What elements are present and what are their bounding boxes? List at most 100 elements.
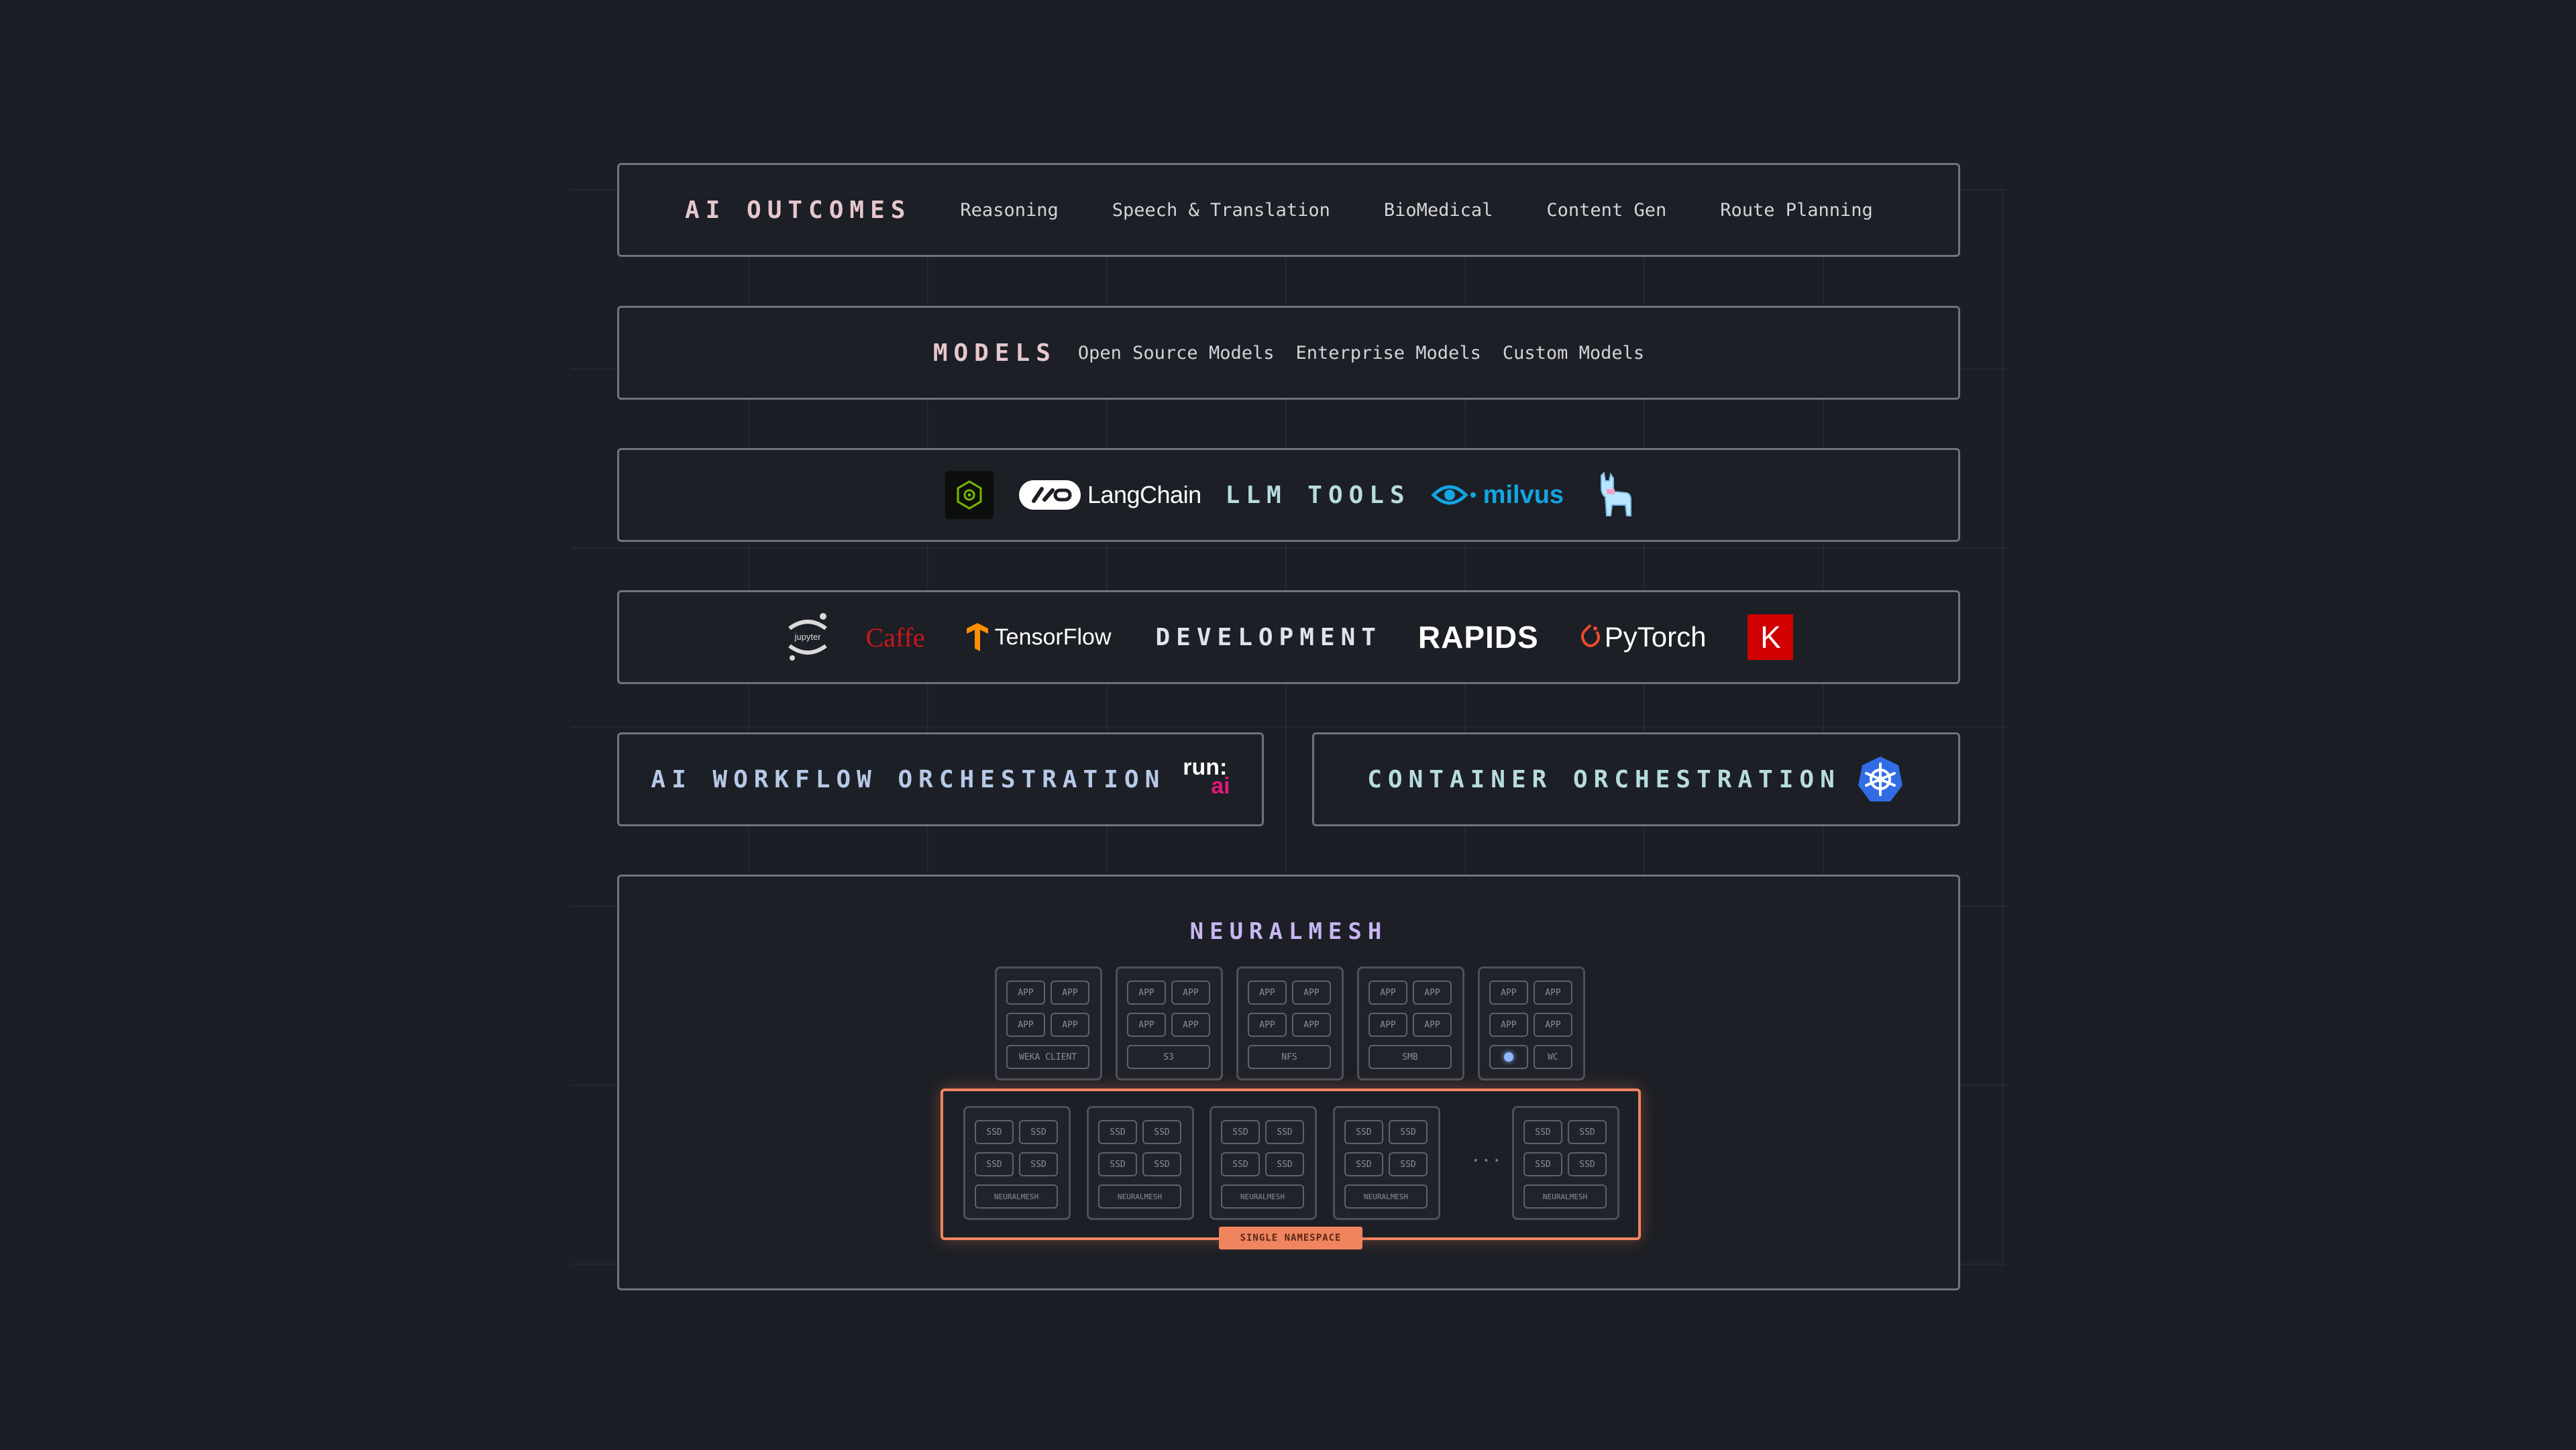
app-chip: APP [1006,981,1045,1005]
ssd-chip: SSD [1389,1120,1428,1144]
ssd-chip: SSD [1221,1152,1260,1176]
ssd-chip: SSD [1344,1152,1383,1176]
ssd-chip: SSD [1568,1120,1607,1144]
app-chip: APP [1006,1013,1045,1037]
pytorch-label: PyTorch [1604,621,1707,653]
development-layer: jupyter Caffe TensorFlow DEVELOPMENT RAP… [617,590,1960,684]
ssd-chip: SSD [1142,1152,1181,1176]
app-chip: APP [1127,1013,1166,1037]
llm-tools-layer: LangChain LLM TOOLS milvus [617,448,1960,542]
model-open-source: Open Source Models [1077,342,1275,364]
ssd-chip: SSD [1142,1120,1181,1144]
ssd-chip: SSD [1265,1120,1304,1144]
single-namespace-badge: SINGLE NAMESPACE [1219,1227,1362,1249]
storage-ellipsis: ... [1470,1146,1502,1166]
rapids-logo: RAPIDS [1417,620,1539,655]
tensorflow-label: TensorFlow [994,624,1112,650]
app-chip: APP [1368,1013,1407,1037]
caffe-logo: Caffe [865,622,925,653]
client-protocol-label: SMB [1368,1045,1452,1069]
node-label: NEURALMESH [975,1184,1058,1209]
ai-workflow-heading: AI WORKFLOW ORCHESTRATION [651,765,1166,793]
node-label: NEURALMESH [1098,1184,1181,1209]
container-heading: CONTAINER ORCHESTRATION [1367,765,1841,793]
app-chip: APP [1051,1013,1089,1037]
app-chip: APP [1171,981,1210,1005]
node-label: NEURALMESH [1344,1184,1428,1209]
ssd-chip: SSD [1568,1152,1607,1176]
ssd-chip: SSD [1221,1120,1260,1144]
app-chip: APP [1489,1013,1528,1037]
outcome-content-gen: Content Gen [1546,199,1667,221]
node-label: NEURALMESH [1221,1184,1304,1209]
ssd-chip: SSD [975,1152,1014,1176]
model-enterprise: Enterprise Models [1295,342,1481,364]
milvus-icon [1431,478,1479,512]
ssd-chip: SSD [975,1120,1014,1144]
ssd-chip: SSD [1344,1120,1383,1144]
runai-logo: run: ai [1183,756,1230,799]
neuralmesh-heading: NEURALMESH [1189,918,1388,945]
ssd-chip: SSD [1389,1152,1428,1176]
app-chip: APP [1127,981,1166,1005]
keras-icon: K [1748,614,1794,660]
ssd-chip: SSD [1098,1152,1137,1176]
milvus-label: milvus [1483,480,1564,509]
keras-label: K [1760,620,1781,655]
tensorflow-icon [964,622,991,653]
models-layer: MODELS Open Source Models Enterprise Mod… [617,306,1960,400]
client-protocol-label: S3 [1127,1045,1210,1069]
client-protocol-label: WEKA CLIENT [1006,1045,1089,1069]
app-chip: APP [1292,981,1331,1005]
app-chip: APP [1051,981,1089,1005]
llama-icon [1595,471,1632,518]
nvidia-nim-icon [945,471,994,519]
ssd-chip: SSD [1265,1152,1304,1176]
app-chip: APP [1534,981,1572,1005]
app-chip: APP [1534,1013,1572,1037]
app-chip: APP [1368,981,1407,1005]
container-orchestration-layer: CONTAINER ORCHESTRATION [1312,732,1960,826]
node-label: NEURALMESH [1523,1184,1607,1209]
ai-outcomes-layer: AI OUTCOMES Reasoning Speech & Translati… [617,163,1960,257]
app-chip: APP [1413,1013,1452,1037]
client-protocol-label: WC [1534,1045,1572,1069]
outcome-speech-translation: Speech & Translation [1112,199,1330,221]
app-chip: APP [1248,1013,1287,1037]
jupyter-icon: jupyter [784,611,831,663]
langchain-label: LangChain [1087,481,1201,508]
pytorch-icon [1579,622,1602,652]
runai-bottom: ai [1211,773,1230,799]
llm-tools-heading: LLM TOOLS [1225,481,1411,509]
app-chip: APP [1413,981,1452,1005]
ssd-chip: SSD [1523,1120,1562,1144]
ssd-chip: SSD [1098,1120,1137,1144]
app-chip: APP [1489,981,1528,1005]
ssd-chip: SSD [1019,1120,1058,1144]
langchain-icon [1018,478,1082,512]
active-indicator-icon [1489,1045,1528,1069]
ai-outcomes-heading: AI OUTCOMES [685,196,912,224]
app-chip: APP [1292,1013,1331,1037]
ssd-chip: SSD [1019,1152,1058,1176]
ssd-chip: SSD [1523,1152,1562,1176]
client-protocol-label: NFS [1248,1045,1331,1069]
model-custom: Custom Models [1502,342,1645,364]
ai-workflow-orchestration-layer: AI WORKFLOW ORCHESTRATION run: ai [617,732,1264,826]
outcome-route-planning: Route Planning [1720,199,1873,221]
development-heading: DEVELOPMENT [1155,623,1382,651]
app-chip: APP [1248,981,1287,1005]
outcome-biomedical: BioMedical [1383,199,1493,221]
models-heading: MODELS [932,339,1057,367]
